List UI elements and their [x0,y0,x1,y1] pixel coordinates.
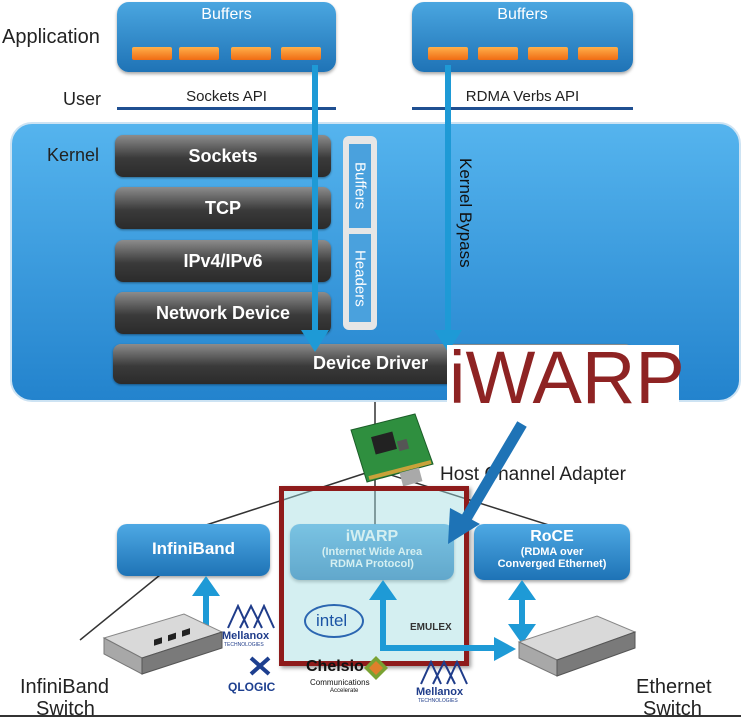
application-label: Application [2,26,100,48]
iwarp-arrow [380,596,386,648]
buffer-cell [478,47,518,60]
callout-arrow-icon [448,421,527,544]
arrowhead-up-icon [508,580,536,600]
arrowhead-down-icon [434,330,462,352]
rdma-api-label: RDMA Verbs API [465,88,580,105]
stack-ip: IPv4/IPv6 [115,240,331,282]
mellanox-text: Mellanox [416,686,464,698]
roce-sub1: (RDMA over [520,546,584,558]
arrowhead-up-icon [369,580,397,600]
chelsio-sub2: Accelerate [330,688,359,694]
emulex-text: EMULEX [410,622,452,633]
intel-logo: intel [304,604,364,638]
arrowhead-up-icon [192,576,220,596]
qlogic-logo-icon [249,656,271,676]
buffer-cell [281,47,321,60]
infiniband-switch-icon [102,613,224,675]
mellanox-logo-icon [227,604,275,629]
buffer-cell [428,47,468,60]
stack-tcp: TCP [115,187,331,229]
buffer-cell [132,47,172,60]
infiniband-switch-label-2: Switch [36,698,95,720]
iwarp-callout: iWARP [447,336,685,425]
infiniband-switch-label-1: InfiniBand [20,676,109,698]
mellanox-text: Mellanox [222,630,270,642]
app-buffers-right: Buffers [412,2,633,72]
iwarp-sub2: RDMA Protocol) [330,558,414,570]
sockets-api-label: Sockets API [186,88,267,105]
sockets-path-arrow [312,65,318,337]
ethernet-switch-label-1: Ethernet [636,676,712,698]
arrowhead-down-icon [508,624,536,644]
roce-title: RoCE [530,528,574,545]
side-buffer-headers: Buffers Headers [343,136,377,330]
mellanox-sub: TECHNOLOGIES [224,642,264,648]
iwarp-title: iWARP [345,528,399,545]
chelsio-text: Chelsio [306,658,364,675]
app-buffers-left-title: Buffers [201,6,252,23]
ethernet-switch-icon [517,615,637,677]
bypass-path-arrow [445,65,451,337]
sockets-api-line [117,107,336,110]
mellanox-sub: TECHNOLOGIES [418,698,458,704]
device-driver-label: Device Driver [313,353,429,373]
side-buffers: Buffers [349,144,371,228]
kernel-label: Kernel [47,145,100,165]
buffer-cell [179,47,219,60]
infiniband-title: InfiniBand [151,539,236,558]
arrowhead-down-icon [301,330,329,352]
roce-sub2: Converged Ethernet) [497,558,607,570]
iwarp-sub1: (Internet Wide Area [321,546,423,558]
chelsio-logo-icon [364,656,388,680]
stack-sockets: Sockets [115,135,331,177]
kernel-bypass-label: Kernel Bypass [456,158,475,268]
iwarp-highlight-box [279,486,469,666]
iwarp-box: iWARP (Internet Wide Area RDMA Protocol) [290,524,454,580]
app-buffers-left: Buffers [117,2,336,72]
ethernet-switch-label-2: Switch [643,698,702,720]
iwarp-to-ethernet-arrow [380,645,496,651]
buffer-cell [528,47,568,60]
stack-network-device: Network Device [115,292,331,334]
arrowhead-right-icon [494,637,516,661]
qlogic-text: QLOGIC [228,680,276,694]
buffer-cell [578,47,618,60]
side-headers: Headers [349,234,371,322]
bottom-divider [0,715,741,717]
network-card-icon [350,413,434,487]
roce-arrow [519,596,525,626]
mellanox-logo-icon [420,660,468,685]
app-buffers-right-title: Buffers [497,6,548,23]
chelsio-sub1: Communications [310,678,370,687]
infiniband-arrow [203,590,209,640]
user-label: User [63,89,102,109]
rdma-api-line [412,107,633,110]
infiniband-box: InfiniBand [117,524,270,576]
buffer-cell [231,47,271,60]
roce-box: RoCE (RDMA over Converged Ethernet) [474,524,630,580]
